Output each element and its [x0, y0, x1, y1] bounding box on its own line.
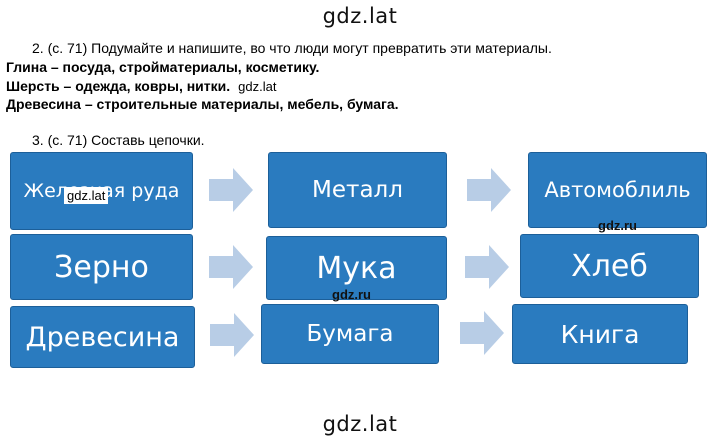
chain-box-bread-label: Хлеб — [571, 248, 648, 284]
chain-box-flour: Мука — [266, 236, 447, 300]
answer-wool: Шерсть – одежда, ковры, нитки. gdz.lat — [6, 78, 276, 94]
chain-box-paper: Бумага — [261, 304, 439, 364]
arrow-1-1 — [209, 168, 253, 212]
arrow-2-2 — [465, 245, 509, 289]
chain-box-grain: Зерно — [10, 234, 193, 300]
arrow-1-2 — [467, 168, 511, 212]
chain-box-paper-label: Бумага — [306, 321, 394, 347]
chain-box-metal: Металл — [268, 152, 447, 228]
watermark-ru-1: gdz.ru — [598, 218, 637, 233]
right-arrow-icon — [210, 313, 254, 357]
chain-box-wood: Древесина — [10, 306, 195, 368]
chain-box-bread: Хлеб — [520, 234, 699, 298]
chain-box-book-label: Книга — [560, 319, 640, 349]
chain-box-flour-label: Мука — [316, 250, 397, 286]
arrow-3-2 — [460, 311, 504, 355]
chain-box-car: Автомоблиль — [528, 152, 707, 228]
watermark-top: gdz.lat — [322, 4, 398, 28]
answer-clay: Глина – посуда, стройматериалы, косметик… — [6, 59, 320, 75]
chain-box-book: Книга — [512, 304, 688, 364]
watermark-on-box: gdz.lat — [64, 187, 109, 204]
chain-box-car-label: Автомоблиль — [544, 178, 691, 202]
chain-box-wood-label: Древесина — [25, 321, 180, 353]
answer-wood: Древесина – строительные материалы, мебе… — [6, 96, 399, 112]
chain-box-metal-label: Металл — [312, 177, 403, 203]
watermark-inline: gdz.lat — [238, 79, 277, 94]
chain-box-grain-label: Зерно — [54, 249, 149, 285]
answer-wool-text: Шерсть – одежда, ковры, нитки. — [6, 78, 231, 94]
right-arrow-icon — [460, 311, 504, 355]
right-arrow-icon — [209, 168, 253, 212]
watermark-ru-2: gdz.ru — [332, 287, 371, 302]
arrow-3-1 — [210, 313, 254, 357]
task2-question: 2. (с. 71) Подумайте и напишите, во что … — [32, 40, 552, 56]
right-arrow-icon — [465, 245, 509, 289]
right-arrow-icon — [467, 168, 511, 212]
right-arrow-icon — [209, 245, 253, 289]
watermark-bottom: gdz.lat — [322, 412, 398, 436]
arrow-2-1 — [209, 245, 253, 289]
task3-question: 3. (с. 71) Составь цепочки. — [32, 132, 205, 148]
